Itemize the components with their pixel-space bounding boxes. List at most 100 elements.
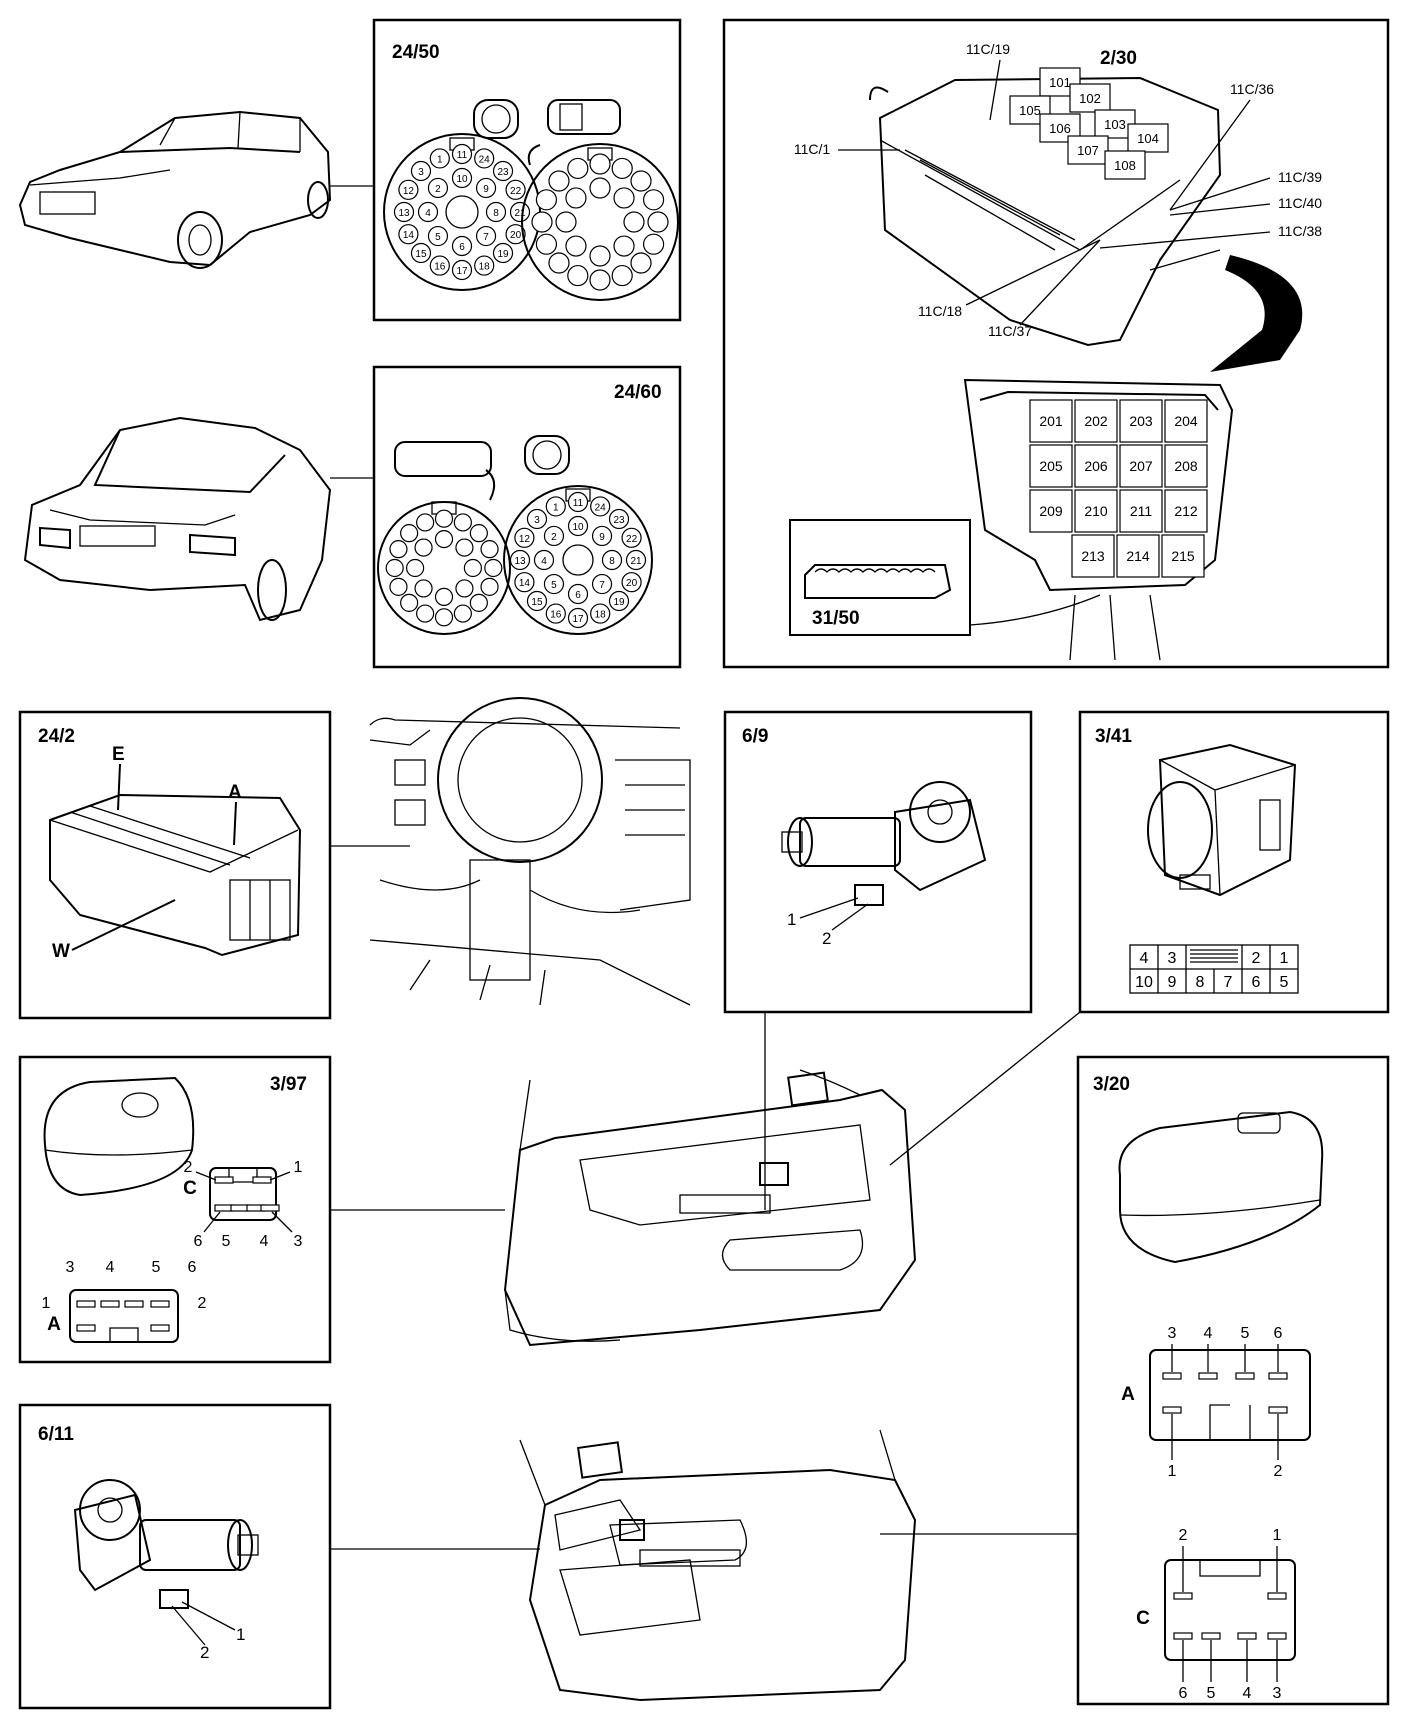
connector-cavity <box>565 187 587 209</box>
callout-group: 11C/1911C/111C/3611C/3911C/4011C/3811C/1… <box>794 41 1322 339</box>
panel-code: 3/20 <box>1093 1074 1130 1095</box>
pin-number: 4 <box>1243 1685 1252 1702</box>
connector-pin-number: 3 <box>418 167 424 178</box>
relay-number: 208 <box>1174 458 1198 474</box>
relay-number: 212 <box>1174 503 1198 519</box>
connector-pin <box>1235 1372 1255 1380</box>
relay-number: 104 <box>1137 131 1159 146</box>
connector-cavity <box>434 509 454 528</box>
connector-pin-number: 1 <box>553 502 559 513</box>
pin-number: 3 <box>1273 1685 1282 1702</box>
callout-leader <box>1169 99 1251 211</box>
connector-pin <box>398 224 419 245</box>
connector-pin <box>427 177 449 199</box>
connector-pin <box>1162 1406 1182 1414</box>
connector-pin-number: 20 <box>510 230 522 241</box>
connector-cavity <box>565 235 587 257</box>
connector-pin <box>485 201 507 223</box>
connector-cavity <box>555 211 577 233</box>
connector-pin <box>417 201 439 223</box>
connector-pin <box>505 224 526 245</box>
connector-pin <box>1268 1406 1288 1414</box>
connector-pin-number: 6 <box>575 590 581 601</box>
connector-pin-number: 16 <box>550 610 562 621</box>
relay-slot <box>1069 83 1111 113</box>
connector-pin <box>1237 1632 1257 1640</box>
pin-number: 4 <box>260 1233 269 1250</box>
label-a: A <box>228 782 242 803</box>
connector-pin <box>410 160 432 182</box>
relay-slot <box>1164 399 1208 443</box>
connector-pin <box>451 259 473 281</box>
connector-cavity <box>469 593 488 612</box>
pin-number: 2 <box>198 1295 207 1312</box>
connector-pin <box>533 549 555 571</box>
callout-label: 11C/18 <box>918 303 962 319</box>
relay-number: 108 <box>1114 158 1136 173</box>
connector-pin-number: 21 <box>630 556 642 567</box>
relay-slot <box>1119 489 1163 533</box>
pin-number: 8 <box>1196 974 1205 991</box>
connector-pin-number: 5 <box>435 232 441 243</box>
connector-pin-number: 19 <box>497 249 509 260</box>
connector-cavity <box>469 524 488 543</box>
connector-pin <box>427 225 449 247</box>
connector-pin-number: 12 <box>403 186 415 197</box>
connector-label: C <box>183 1178 197 1199</box>
pin-number: 3 <box>1168 950 1177 967</box>
connector-pin <box>1267 1632 1287 1640</box>
relay-slot <box>1119 399 1163 443</box>
connector-pin-number: 23 <box>497 167 509 178</box>
pin-number: 2 <box>184 1159 193 1176</box>
connector-outline <box>209 1167 277 1221</box>
connector-pin <box>1201 1632 1221 1640</box>
connector-label: A <box>47 1314 61 1335</box>
connector-pin <box>492 160 514 182</box>
connector-pin <box>567 583 589 605</box>
relay-number: 204 <box>1174 413 1198 429</box>
connector-pin <box>567 491 589 513</box>
relay-slot <box>1164 489 1208 533</box>
connector-pin <box>567 607 589 629</box>
connector-pin <box>214 1176 234 1184</box>
connector-pin <box>545 496 566 517</box>
connector-pin-number: 1 <box>437 154 443 165</box>
connector-pin <box>1268 1372 1288 1380</box>
pin-number: 5 <box>1280 974 1289 991</box>
connector-pin <box>150 1300 170 1308</box>
connector-pin-number: 8 <box>609 556 615 567</box>
connector-cavity <box>630 252 652 274</box>
connector-cavity <box>453 604 472 623</box>
arrow-icon <box>1210 255 1303 372</box>
connector-cavity <box>385 558 404 578</box>
connector-pin <box>591 573 613 595</box>
connector-label: A <box>1121 1384 1135 1405</box>
connector-pin <box>601 549 623 571</box>
relay-number: 106 <box>1049 121 1071 136</box>
pin-number: 3 <box>294 1233 303 1250</box>
pin-number: 3 <box>66 1259 75 1276</box>
connector-pin-number: 13 <box>398 208 410 219</box>
car-rear-illustration <box>23 416 374 622</box>
connector-cavity <box>389 540 408 559</box>
relay-slot <box>1164 444 1208 488</box>
pin-number: 2 <box>1274 1463 1283 1480</box>
connector-cavity <box>484 558 503 578</box>
connector-cavity <box>611 157 633 180</box>
pin-number: 6 <box>188 1259 197 1276</box>
connector-pin <box>509 201 531 223</box>
connector-cavity <box>567 157 589 180</box>
connector-pin <box>545 603 566 624</box>
relay-number: 101 <box>1049 75 1071 90</box>
connector-cavity <box>613 235 635 257</box>
connector-cavity <box>453 513 472 532</box>
connector-cavity <box>611 264 633 287</box>
pin-number: 6 <box>194 1233 203 1250</box>
relay-slot <box>1029 489 1073 533</box>
relay-number: 202 <box>1084 413 1108 429</box>
